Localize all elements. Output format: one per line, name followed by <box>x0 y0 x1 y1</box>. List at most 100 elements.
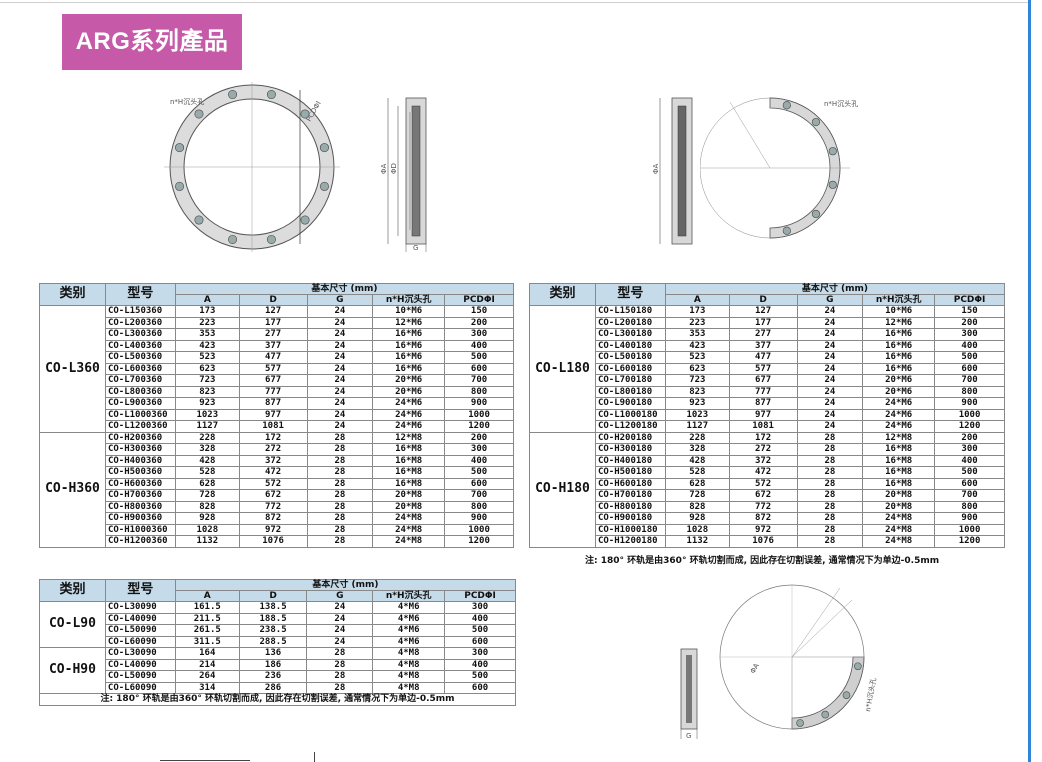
g-cell: 24 <box>306 328 374 341</box>
quarter-ring-drawing: ΦA n*H沉头孔 <box>719 584 877 730</box>
col-a-header: A <box>174 294 240 306</box>
a-cell: 423 <box>664 339 730 352</box>
col-pcd-header: PCDΦI <box>444 294 514 306</box>
d-cell: 188.5 <box>238 612 308 625</box>
col-model-header: 型号 <box>104 579 176 602</box>
col-holes-header: n*H沉头孔 <box>862 294 936 306</box>
quarter-hole-label: n*H沉头孔 <box>863 677 877 712</box>
model-cell: CO-L60090 <box>104 681 176 694</box>
g-cell: 28 <box>796 489 864 502</box>
holes-cell: 20*M8 <box>372 500 446 513</box>
holes-cell: 10*M6 <box>862 305 936 318</box>
model-cell: CO-L1200180 <box>594 420 666 433</box>
holes-cell: 16*M8 <box>862 466 936 479</box>
col-model-header: 型号 <box>104 283 176 306</box>
holes-cell: 12*M6 <box>862 316 936 329</box>
a-cell: 423 <box>174 339 240 352</box>
half-ring-drawing: n*H沉头孔 <box>700 97 858 239</box>
pcd-cell: 500 <box>934 466 1005 479</box>
bolt-hole <box>194 109 204 119</box>
g-cell: 24 <box>306 374 374 387</box>
holes-cell: 4*M6 <box>372 635 446 648</box>
holes-cell: 4*M6 <box>372 601 446 614</box>
bolt-hole <box>300 109 310 119</box>
d-cell: 877 <box>728 397 798 410</box>
g-cell: 24 <box>306 305 374 318</box>
pcd-cell: 300 <box>934 328 1005 341</box>
a-cell: 211.5 <box>174 612 240 625</box>
model-cell: CO-L800180 <box>594 385 666 398</box>
pcd-cell: 1000 <box>934 408 1005 421</box>
bolt-hole <box>821 710 830 719</box>
d-cell: 172 <box>728 431 798 444</box>
model-cell: CO-L500180 <box>594 351 666 364</box>
holes-cell: 16*M8 <box>372 466 446 479</box>
series-title-badge: ARG系列產品 <box>62 14 242 70</box>
pcd-cell: 300 <box>934 443 1005 456</box>
a-cell: 528 <box>664 466 730 479</box>
model-cell: CO-L50090 <box>104 624 176 637</box>
d-cell: 877 <box>238 397 308 410</box>
g-cell: 24 <box>796 362 864 375</box>
g-cell: 28 <box>796 500 864 513</box>
model-cell: CO-L700360 <box>104 374 176 387</box>
holes-cell: 4*M8 <box>372 658 446 671</box>
a-cell: 1023 <box>664 408 730 421</box>
holes-cell: 4*M8 <box>372 647 446 660</box>
holes-cell: 16*M8 <box>372 477 446 490</box>
holes-cell: 24*M8 <box>862 535 936 548</box>
model-cell: CO-L300180 <box>594 328 666 341</box>
a-cell: 1132 <box>664 535 730 548</box>
g-cell: 28 <box>796 535 864 548</box>
d-cell: 272 <box>238 443 308 456</box>
a-cell: 523 <box>174 351 240 364</box>
holes-cell: 24*M8 <box>372 512 446 525</box>
holes-cell: 4*M6 <box>372 624 446 637</box>
d-cell: 577 <box>728 362 798 375</box>
a-cell: 528 <box>174 466 240 479</box>
spec-table-360: 类别 型号 基本尺寸 (mm) A D G n*H沉头孔 PCDΦI CO-L3… <box>39 283 515 548</box>
g-cell: 24 <box>306 316 374 329</box>
a-cell: 1127 <box>174 420 240 433</box>
d-cell: 872 <box>728 512 798 525</box>
spec-table-90: 类别 型号 基本尺寸 (mm) A D G n*H沉头孔 PCDΦI CO-L9… <box>39 579 517 706</box>
group-label: CO-H180 <box>529 431 596 548</box>
bolt-hole <box>782 101 791 110</box>
holes-cell: 24*M6 <box>372 408 446 421</box>
d-cell: 177 <box>728 316 798 329</box>
pcd-cell: 200 <box>934 431 1005 444</box>
holes-cell: 12*M6 <box>372 316 446 329</box>
g-cell: 24 <box>306 408 374 421</box>
g-cell: 24 <box>306 624 374 637</box>
a-cell: 628 <box>174 477 240 490</box>
holes-cell: 20*M8 <box>862 489 936 502</box>
bottom-tick-1 <box>314 752 315 762</box>
model-cell: CO-H1200360 <box>104 535 176 548</box>
col-pcd-header: PCDΦI <box>934 294 1005 306</box>
a-cell: 1023 <box>174 408 240 421</box>
a-cell: 828 <box>664 500 730 513</box>
bolt-hole <box>175 181 185 191</box>
d-cell: 472 <box>728 466 798 479</box>
model-cell: CO-L1000360 <box>104 408 176 421</box>
holes-cell: 12*M8 <box>372 431 446 444</box>
g-cell: 28 <box>306 535 374 548</box>
a-cell: 723 <box>174 374 240 387</box>
a-cell: 823 <box>664 385 730 398</box>
pcd-cell: 500 <box>444 670 516 683</box>
a-cell: 314 <box>174 681 240 694</box>
holes-cell: 20*M8 <box>372 489 446 502</box>
d-cell: 472 <box>238 466 308 479</box>
d-cell: 288.5 <box>238 635 308 648</box>
pcd-cell: 150 <box>934 305 1005 318</box>
a-cell: 623 <box>174 362 240 375</box>
